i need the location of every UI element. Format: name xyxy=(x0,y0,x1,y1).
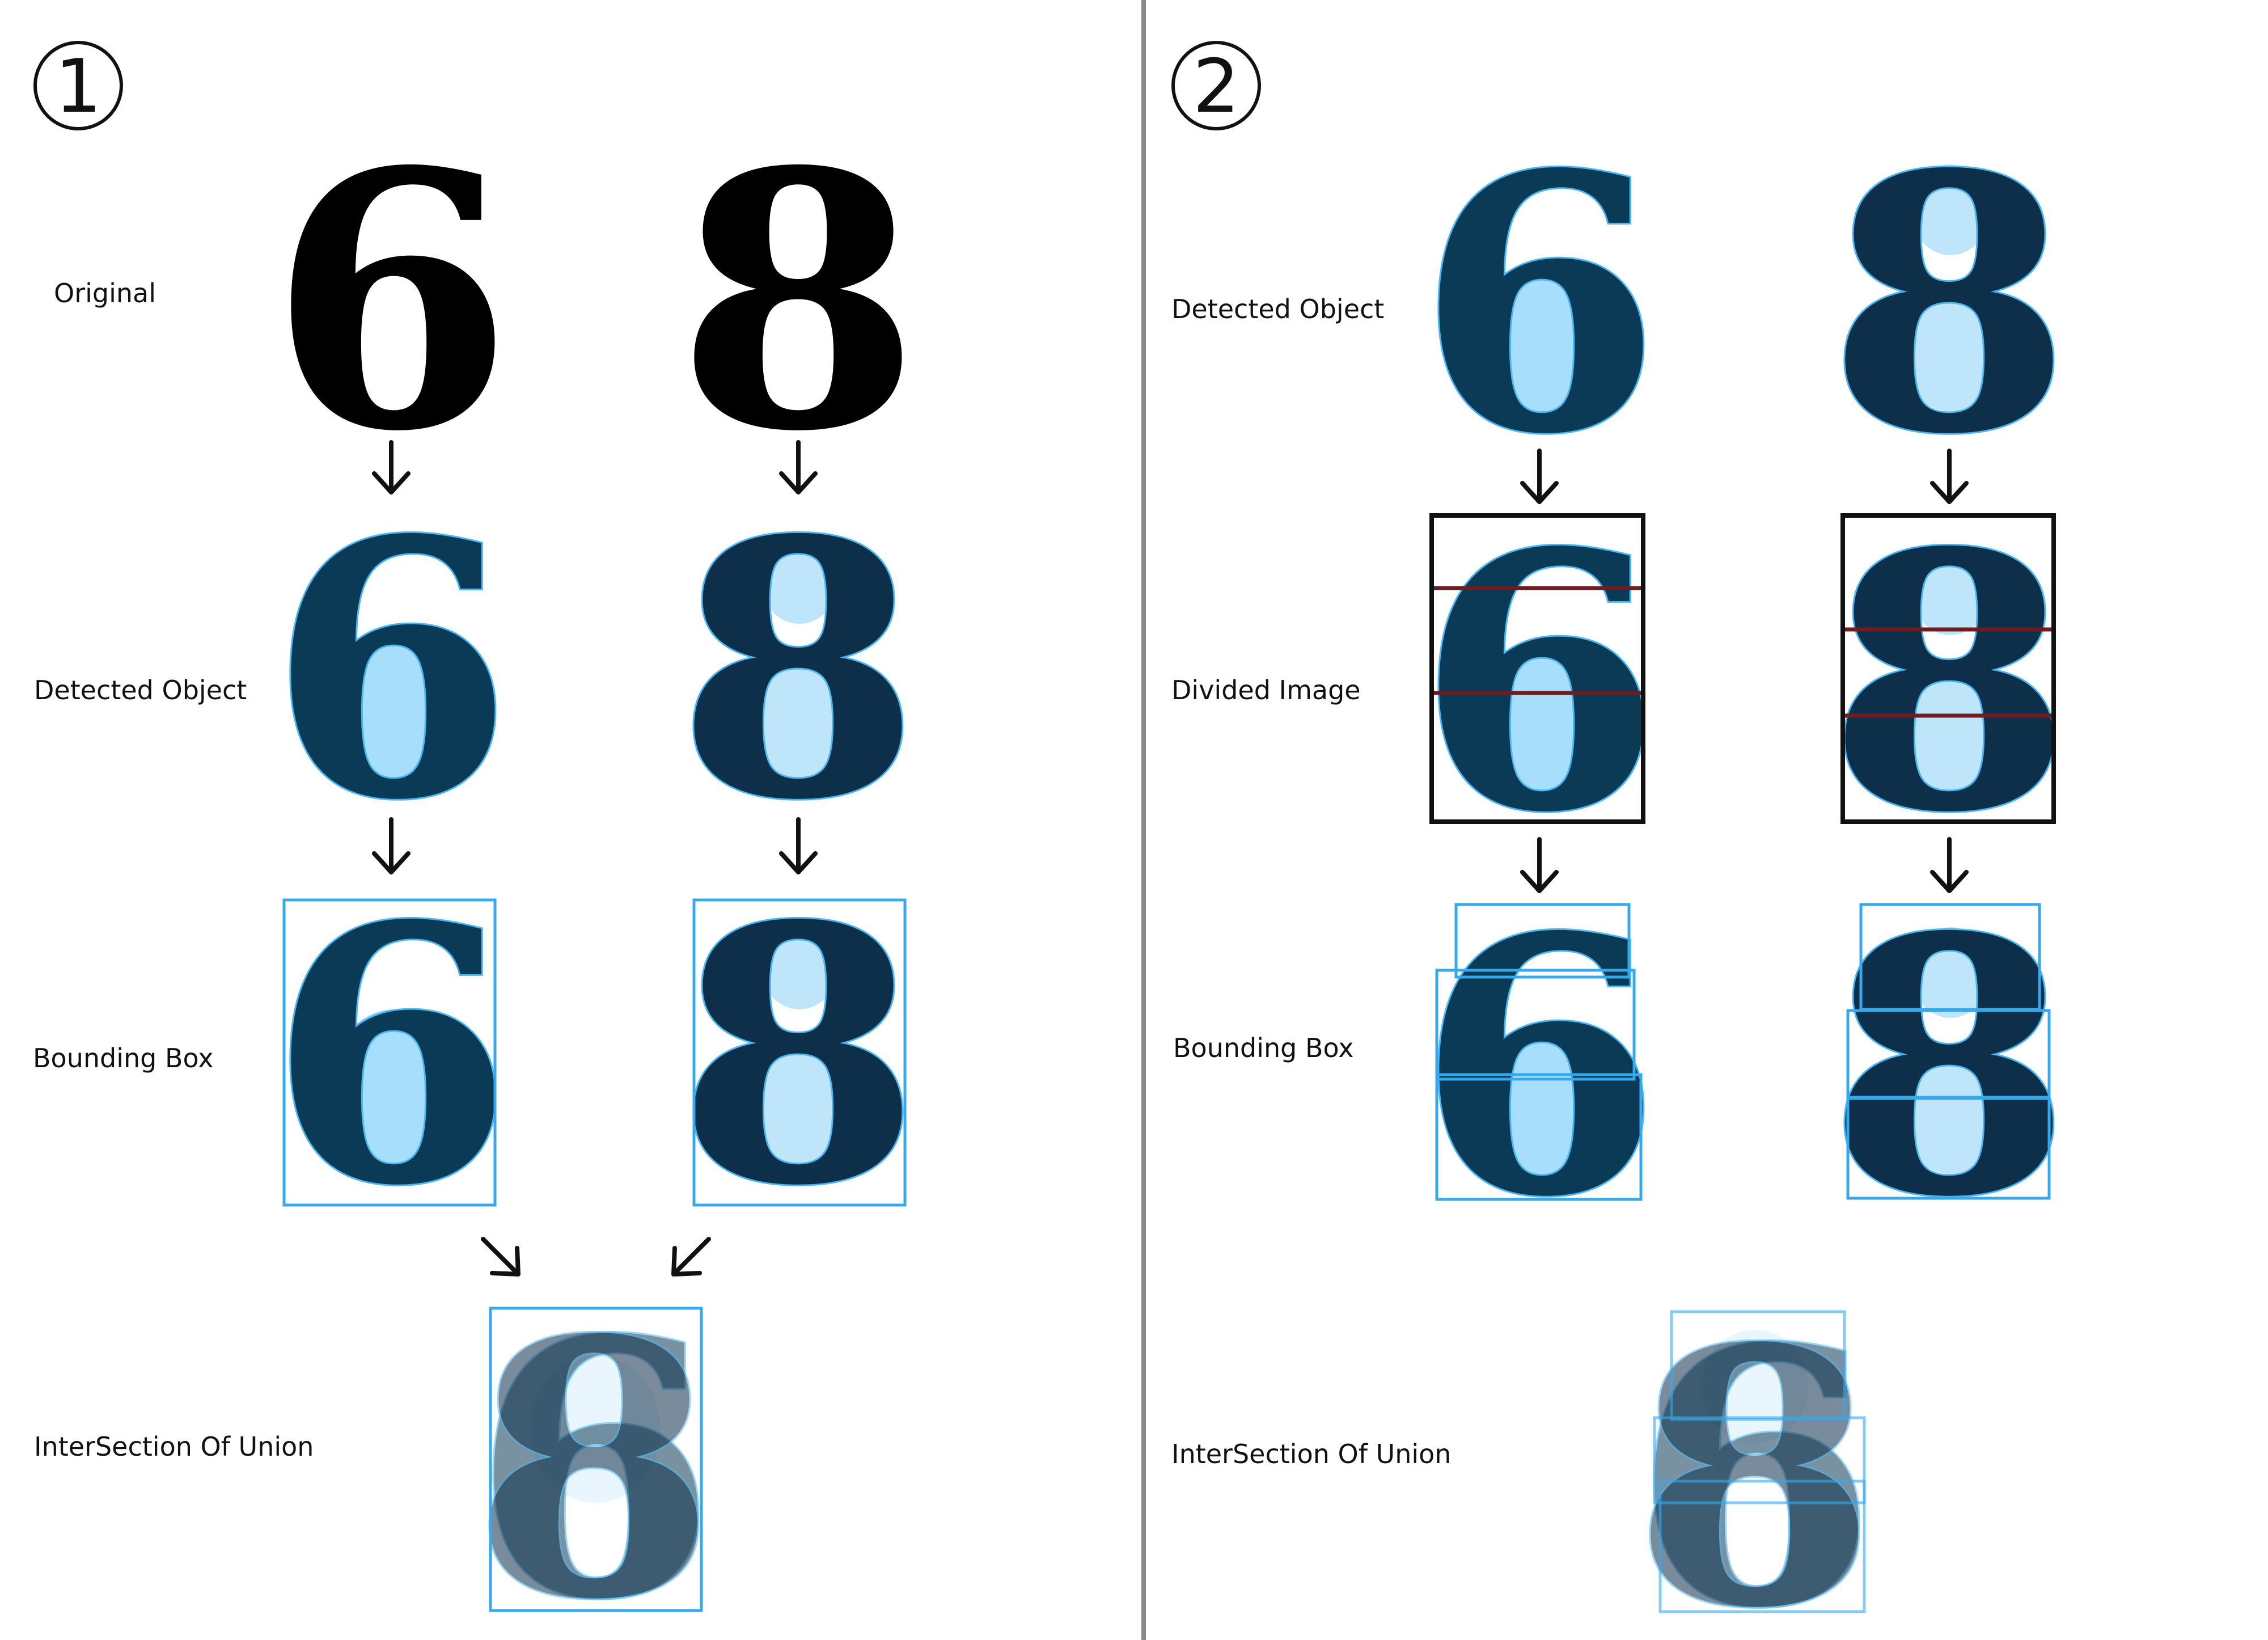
panel-divider xyxy=(1141,0,1146,1640)
svg-text:6: 6 xyxy=(1417,99,1661,512)
panel-1-detected-6: 6 xyxy=(267,463,515,879)
panel-1: 1 Original Detected Object Bounding Box … xyxy=(33,41,923,1640)
panel-1-original-digit-8: 8 xyxy=(676,96,920,509)
panel-2-arrow-down-1 xyxy=(1520,449,1559,504)
panel-1-label-detected: Detected Object xyxy=(34,675,247,705)
bounding-box xyxy=(282,898,497,1207)
panel-1-bbox-8: 8 xyxy=(674,848,922,1265)
panel-1-arrow-down-1 xyxy=(372,440,411,494)
svg-text:8: 8 xyxy=(676,464,920,877)
panel-2-label-iou: InterSection Of Union xyxy=(1171,1439,1451,1469)
panel-1-number: 1 xyxy=(55,43,102,129)
svg-text:8: 8 xyxy=(1827,861,2071,1274)
svg-text:6: 6 xyxy=(269,464,513,877)
bounding-box xyxy=(692,898,907,1207)
bounding-box xyxy=(1846,1096,2051,1200)
panel-2-number-circle xyxy=(1171,41,1261,130)
bounding-box xyxy=(1454,903,1631,979)
svg-text:8: 8 xyxy=(472,1264,716,1640)
panel-2-number: 2 xyxy=(1193,43,1240,129)
bounding-box xyxy=(1435,969,1636,1081)
bounding-box xyxy=(1653,1416,1866,1504)
panel-1-label-bbox: Bounding Box xyxy=(33,1043,213,1073)
panel-1-arrow-down-2 xyxy=(779,440,818,494)
svg-text:6: 6 xyxy=(269,850,513,1263)
panel-1-arrow-diagonal-left xyxy=(671,1237,711,1277)
panel-2-iou-overlay: 6 8 xyxy=(1631,1271,1878,1640)
divided-image-frame xyxy=(1429,513,1645,824)
bounding-box xyxy=(1435,1073,1643,1201)
panel-2-label-bbox: Bounding Box xyxy=(1173,1033,1353,1063)
panel-1-bbox-6: 6 xyxy=(267,848,515,1265)
svg-text:6: 6 xyxy=(1417,861,1661,1274)
panel-2-detected-6: 6 xyxy=(1415,97,1663,513)
panel-2-divided-6: 6 xyxy=(1415,475,1663,891)
bounding-box xyxy=(1658,1480,1866,1613)
panel-2-arrow-down-4 xyxy=(1930,837,1969,893)
panel-1-detected-8: 8 xyxy=(674,463,922,879)
svg-text:8: 8 xyxy=(1827,477,2071,890)
panel-1-arrow-down-4 xyxy=(779,817,818,874)
panel-2-bbox-6: 6 xyxy=(1415,860,1663,1276)
panel-1-arrow-down-3 xyxy=(372,817,411,874)
panel-1-arrow-diagonal-right xyxy=(481,1237,521,1277)
panel-1-label-iou: InterSection Of Union xyxy=(34,1431,314,1462)
bounding-box xyxy=(1670,1310,1846,1421)
panel-1-label-original: Original xyxy=(54,278,156,308)
panel-2-arrow-down-2 xyxy=(1930,449,1969,504)
svg-text:6: 6 xyxy=(1632,1273,1877,1640)
panel-1-number-circle xyxy=(33,41,123,130)
panel-2: 2 Detected Object Divided Image Bounding… xyxy=(1171,41,2074,1640)
divided-image-frame xyxy=(1840,513,2056,824)
panel-2-label-divided: Divided Image xyxy=(1171,675,1361,705)
panel-2-label-detected: Detected Object xyxy=(1171,294,1384,324)
panel-2-detected-8: 8 xyxy=(1825,97,2073,513)
panel-2-bbox-8: 8 xyxy=(1825,860,2073,1276)
svg-text:8: 8 xyxy=(1632,1273,1877,1640)
panel-1-iou-overlay: 6 8 xyxy=(470,1262,718,1640)
svg-text:6: 6 xyxy=(1417,477,1661,890)
svg-text:8: 8 xyxy=(1827,99,2071,512)
panel-1-original-digit-6: 6 xyxy=(269,96,513,509)
bounding-box xyxy=(489,1307,703,1612)
panel-2-divided-8: 8 xyxy=(1825,475,2073,891)
panel-2-arrow-down-3 xyxy=(1520,837,1559,893)
svg-text:6: 6 xyxy=(472,1264,716,1640)
svg-text:8: 8 xyxy=(676,850,920,1263)
